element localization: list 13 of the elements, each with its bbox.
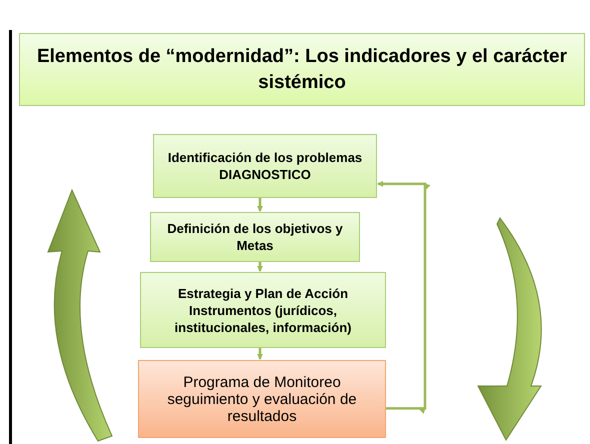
arrow [378,181,430,414]
arrow [257,262,263,272]
title: Elementos de “modernidad”: Los indicadores y el carácter sistémico [36,44,568,94]
box-text: Definición de los objetivos y Metas [166,220,344,254]
arrow [257,198,263,212]
box-text: Programa de Monitoreo seguimiento y evaluación de resultados [166,374,358,424]
process-box [140,272,386,348]
box-text: Estrategia y Plan de Acción Instrumentos (jurídicos, institucionales, información) [174,284,352,336]
process-box [150,212,360,262]
arrow [257,348,263,360]
process-box [138,360,386,438]
process-box [153,134,377,198]
box-text: Identificación de los problemas DIAGNOSTICO [166,149,364,183]
